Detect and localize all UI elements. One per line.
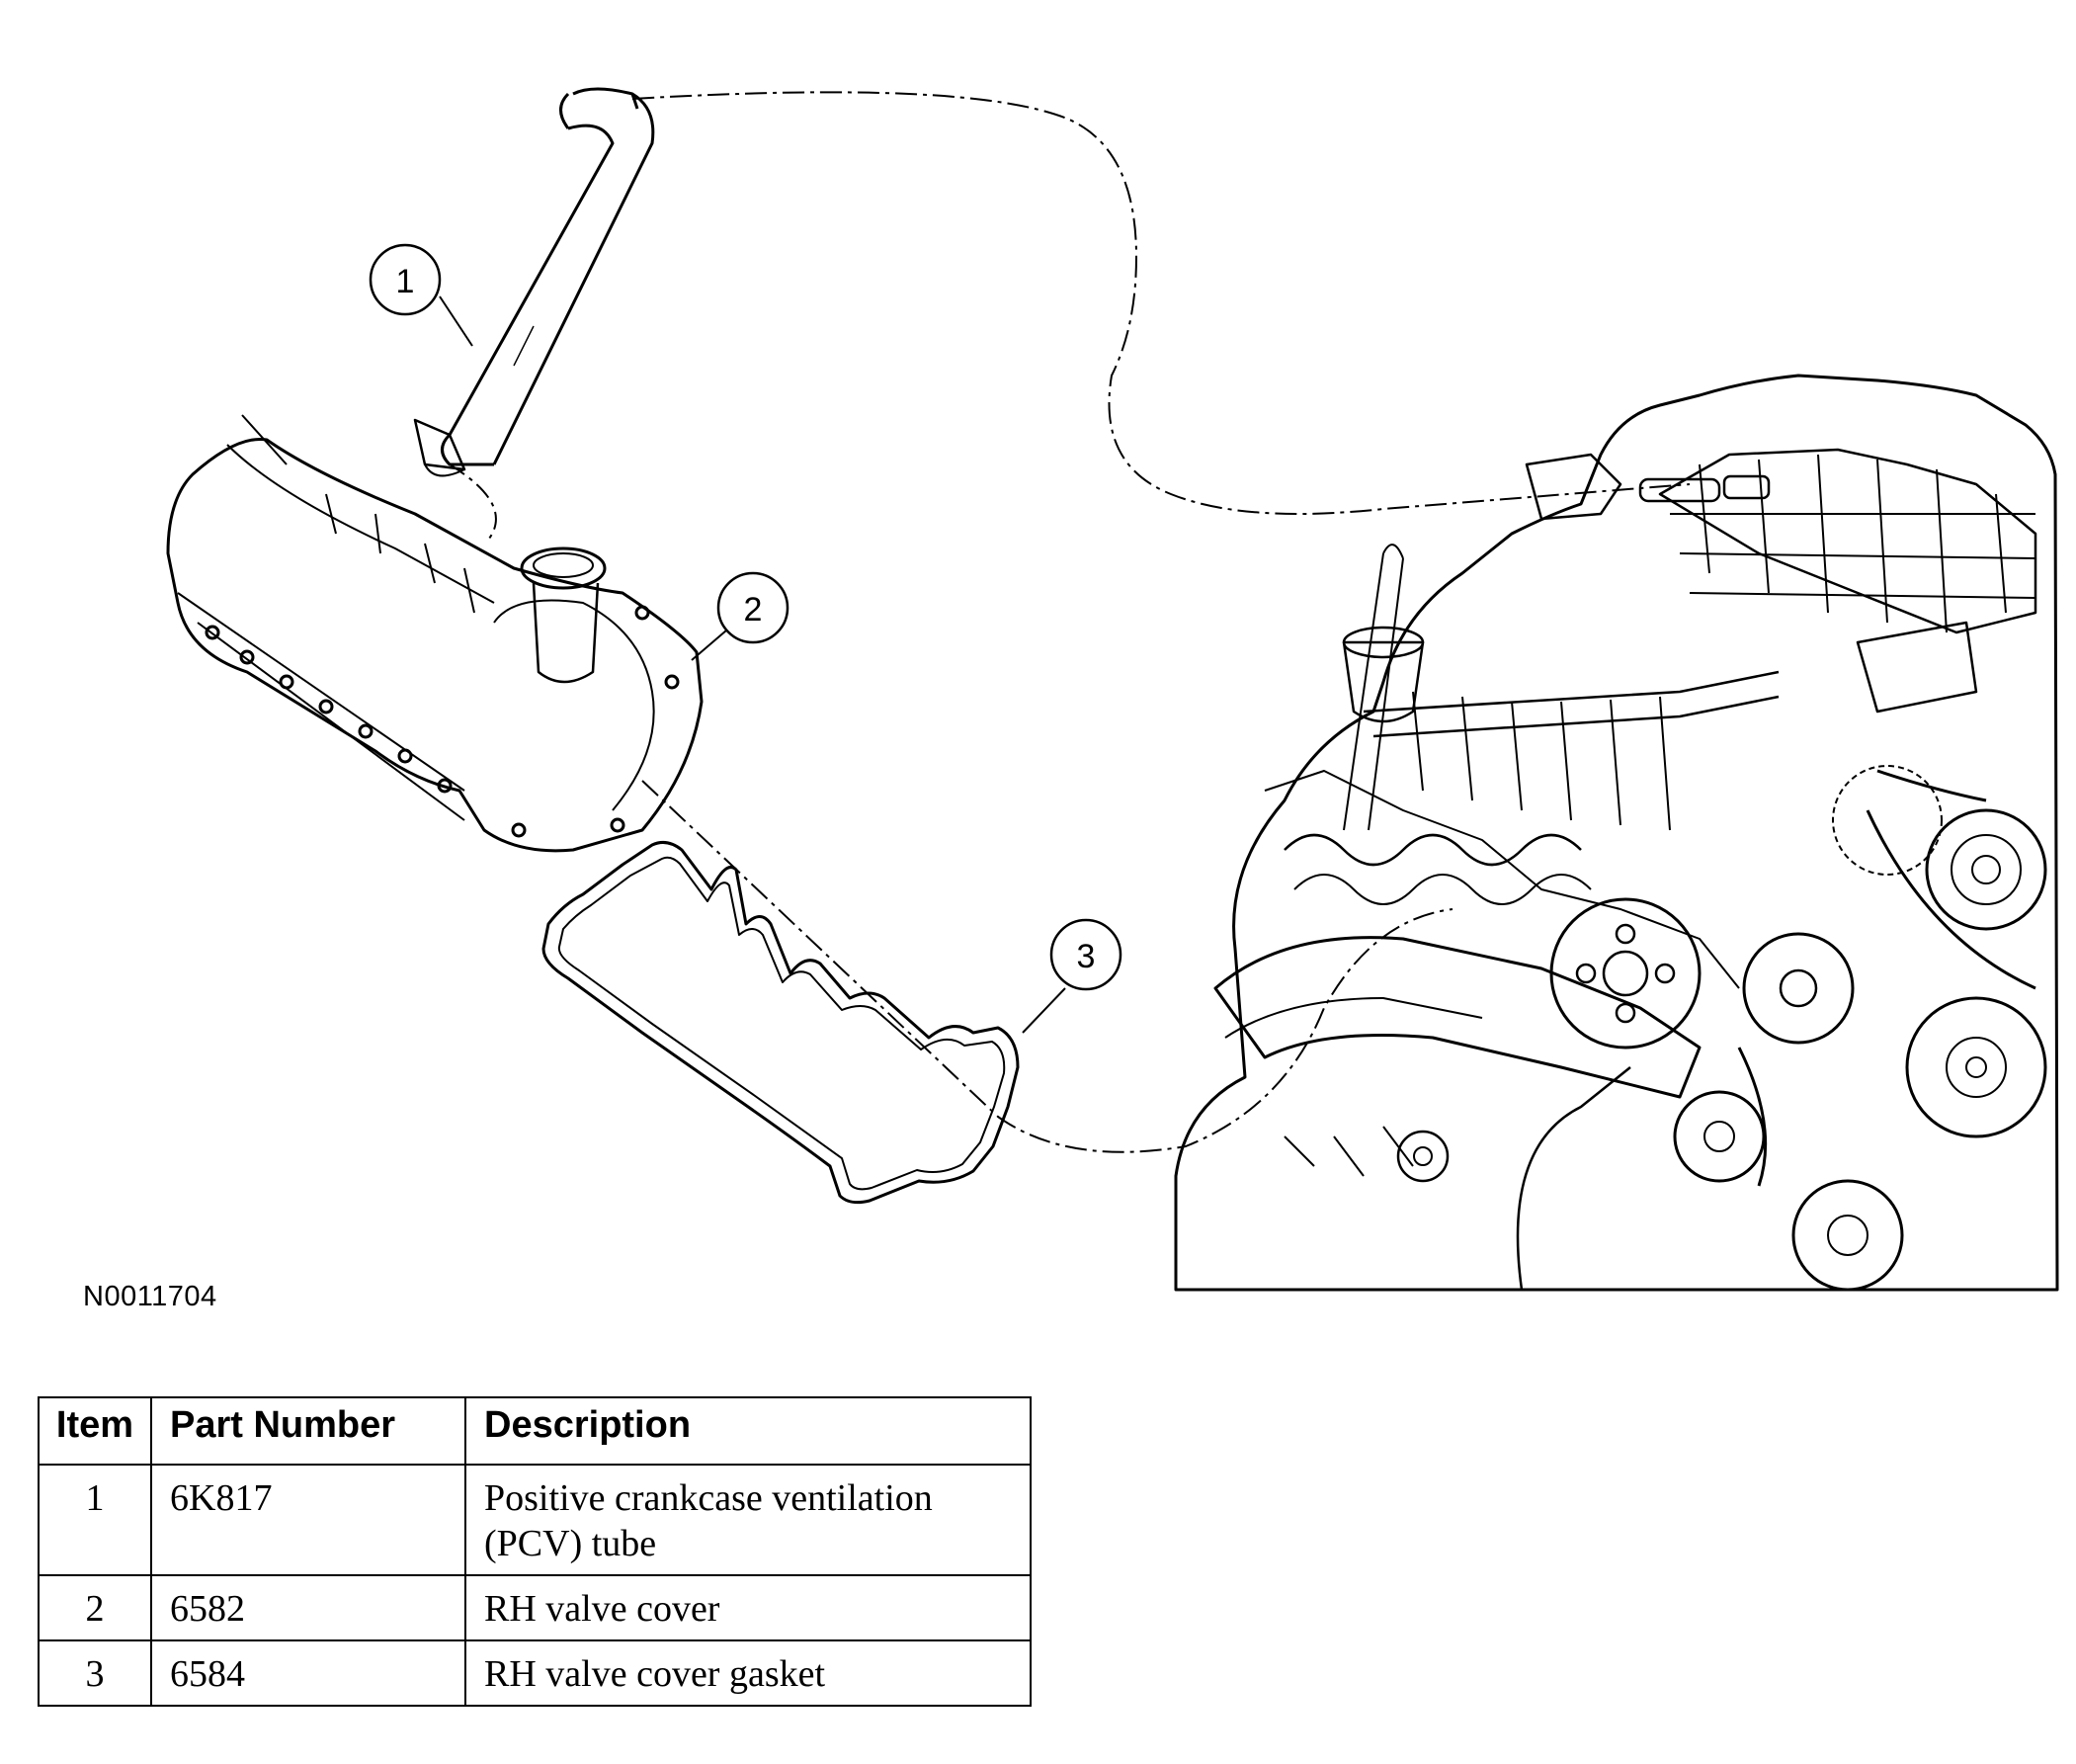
item-number: 3 [38,1639,152,1707]
callout-2: 2 [716,571,789,644]
parts-table: Item Part Number Description 1 6K817 Pos… [38,1396,1032,1707]
callout-1-leader [439,295,473,347]
callout-1-number: 1 [396,263,415,300]
header-description: Description [464,1396,1032,1466]
callout-1: 1 [369,243,442,316]
callout-3-number: 3 [1077,938,1096,975]
description: Positive crankcase ventilation (PCV) tub… [464,1464,1032,1576]
engine-assembly-drawing [1174,374,2059,1292]
callout-2-leader [691,630,727,661]
description: RH valve cover [464,1574,1032,1641]
part-number: 6K817 [150,1464,466,1576]
leader-line-cover-to-engine [641,780,1453,1153]
item-number: 1 [38,1464,152,1576]
figure-id: N0011704 [83,1281,217,1312]
valve-cover-drawing [166,414,704,853]
table-header-row: Item Part Number Description [38,1396,1032,1466]
exploded-parts-illustration: 1 2 3 [166,87,2059,1292]
description: RH valve cover gasket [464,1639,1032,1707]
callout-2-number: 2 [744,591,763,629]
part-number: 6582 [150,1574,466,1641]
table-row: 1 6K817 Positive crankcase ventilation (… [38,1464,1032,1576]
part-number: 6584 [150,1639,466,1707]
leader-line-tube-to-cover [449,463,497,540]
header-item: Item [38,1396,152,1466]
callout-3-leader [1022,987,1066,1034]
table-row: 3 6584 RH valve cover gasket [38,1639,1032,1707]
item-number: 2 [38,1574,152,1641]
pcv-tube-drawing [413,87,655,477]
leader-line-pcv-to-engine [631,91,1691,515]
callout-3: 3 [1049,918,1122,991]
header-part-number: Part Number [150,1396,466,1466]
valve-cover-gasket-drawing [541,840,1020,1205]
table-row: 2 6582 RH valve cover [38,1574,1032,1641]
